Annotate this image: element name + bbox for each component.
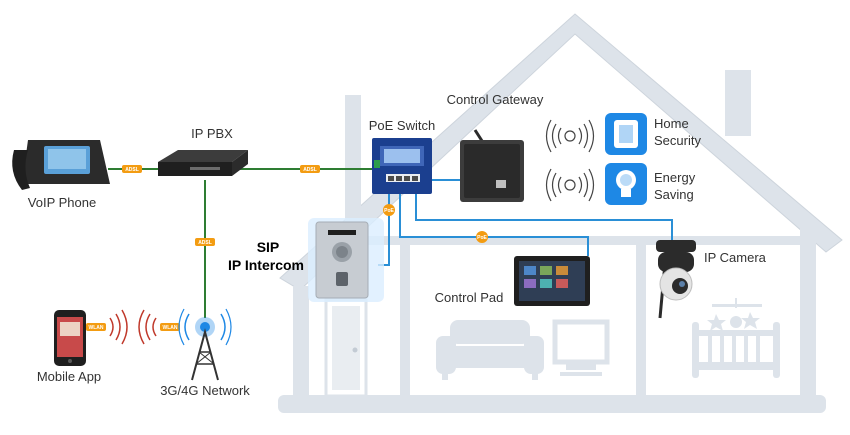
adsl-tag-3: ADSL xyxy=(195,238,215,246)
zwave-signal-icon xyxy=(545,119,595,153)
sip-label-2: IP Intercom xyxy=(228,257,304,273)
adsl-tag-2: ADSL xyxy=(300,165,320,173)
wifi-signal-right-icon xyxy=(138,309,157,345)
svg-text:WLAN: WLAN xyxy=(163,325,178,331)
gateway-icon xyxy=(460,129,524,202)
pbx-device-icon xyxy=(158,150,248,176)
home-security-label-2: Security xyxy=(654,133,701,148)
zwave-signal-icon-2 xyxy=(545,168,595,202)
mobile-app-label: Mobile App xyxy=(37,369,101,384)
poe-tag-1: PoE xyxy=(383,204,395,216)
tv-icon xyxy=(552,319,610,376)
intercom-icon xyxy=(308,218,384,302)
svg-text:ADSL: ADSL xyxy=(198,240,212,246)
adsl-tag-1: ADSL xyxy=(122,165,142,173)
mobile-phone-icon xyxy=(54,310,86,366)
svg-text:ADSL: ADSL xyxy=(125,167,139,173)
svg-text:WLAN: WLAN xyxy=(89,325,104,331)
wifi-signal-left-icon xyxy=(109,309,128,345)
sip-label-1: SIP xyxy=(257,239,280,255)
crib-icon xyxy=(692,298,780,378)
desk-phone-icon xyxy=(12,140,110,190)
control-pad-label: Control Pad xyxy=(435,290,504,305)
svg-text:PoE: PoE xyxy=(384,208,394,214)
sofa-icon xyxy=(436,320,544,380)
wlan-tag-2: WLAN xyxy=(160,323,180,331)
network-label: 3G/4G Network xyxy=(160,383,250,398)
ip-camera-label: IP Camera xyxy=(704,250,767,265)
energy-saving-label-2: Saving xyxy=(654,187,694,202)
poe-switch-label: PoE Switch xyxy=(369,118,435,133)
voip-phone-label: VoIP Phone xyxy=(28,195,96,210)
svg-text:ADSL: ADSL xyxy=(303,167,317,173)
wlan-tag-1: WLAN xyxy=(86,323,106,331)
energy-saving-label-1: Energy xyxy=(654,170,696,185)
cell-tower-icon xyxy=(178,308,232,381)
energy-saving-icon xyxy=(605,163,647,205)
ip-camera-icon xyxy=(656,240,696,319)
control-gateway-label: Control Gateway xyxy=(447,92,544,107)
door-icon xyxy=(324,298,368,398)
ip-pbx-label: IP PBX xyxy=(191,126,233,141)
home-security-icon xyxy=(605,113,647,155)
poe-switch-icon xyxy=(372,138,432,194)
home-security-label-1: Home xyxy=(654,116,689,131)
poe-tag-2: PoE xyxy=(476,231,488,243)
control-pad-icon xyxy=(514,256,590,306)
svg-text:PoE: PoE xyxy=(477,235,487,241)
